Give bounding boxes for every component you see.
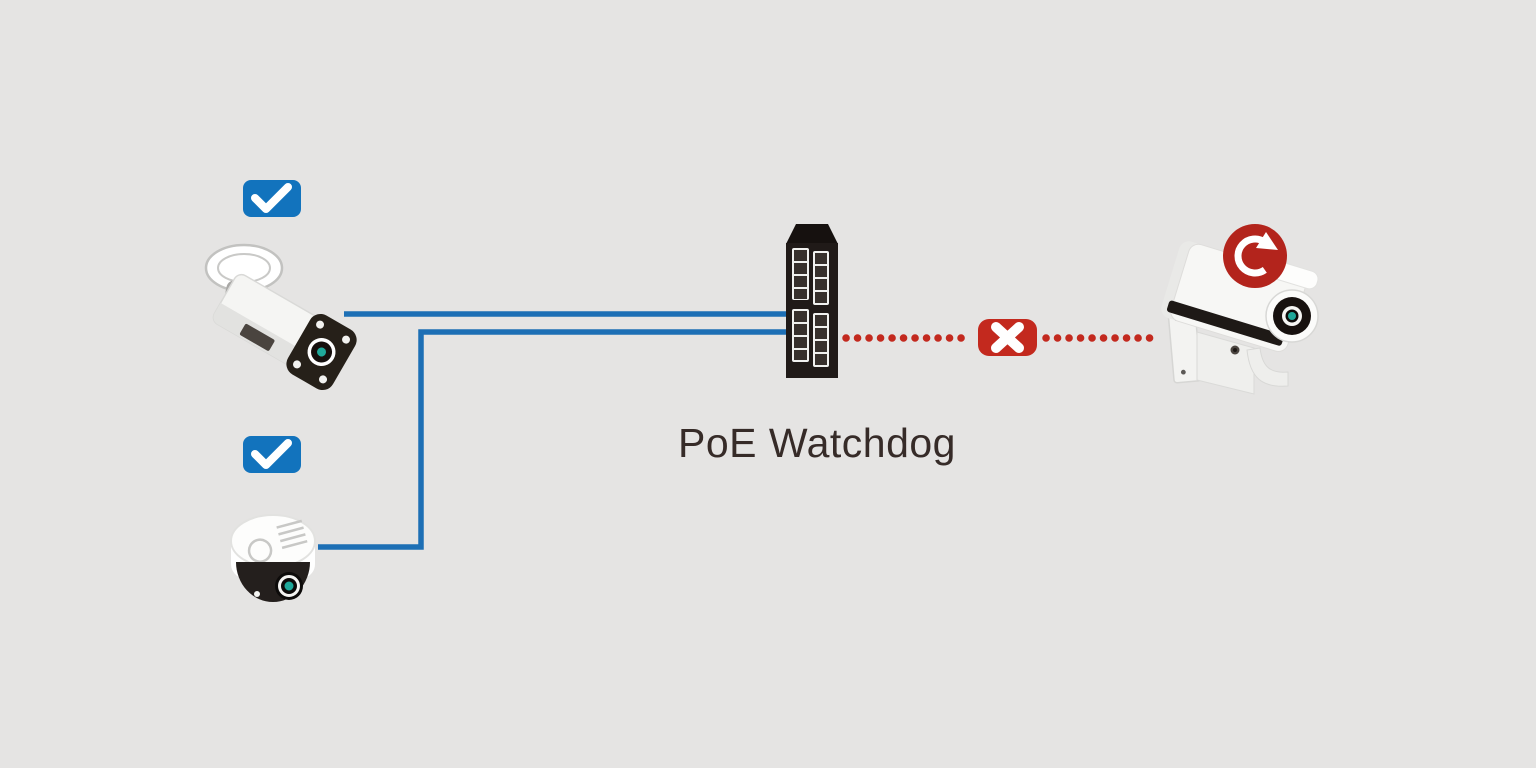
wall-camera <box>1161 224 1319 395</box>
camera-vent-slot <box>239 323 275 351</box>
x-badge-icon <box>978 319 1037 356</box>
bracket-foot <box>1246 347 1289 387</box>
housing-stripe <box>1166 300 1284 346</box>
ethernet-ports <box>794 250 827 365</box>
bracket-arm <box>1196 331 1255 395</box>
housing-top-details <box>247 519 308 563</box>
camera-lens <box>1265 289 1319 343</box>
switch-top <box>786 224 838 244</box>
camera-body <box>212 273 357 391</box>
diagram-title: PoE Watchdog <box>678 420 956 466</box>
dome-camera <box>230 514 316 602</box>
checkmark-icon <box>243 436 301 473</box>
checkmark-icon <box>243 180 301 217</box>
bullet-camera <box>204 243 357 391</box>
cable-dome-camera-to-switch <box>318 329 786 550</box>
poe-switch <box>786 224 838 378</box>
restart-icon <box>1223 224 1287 288</box>
